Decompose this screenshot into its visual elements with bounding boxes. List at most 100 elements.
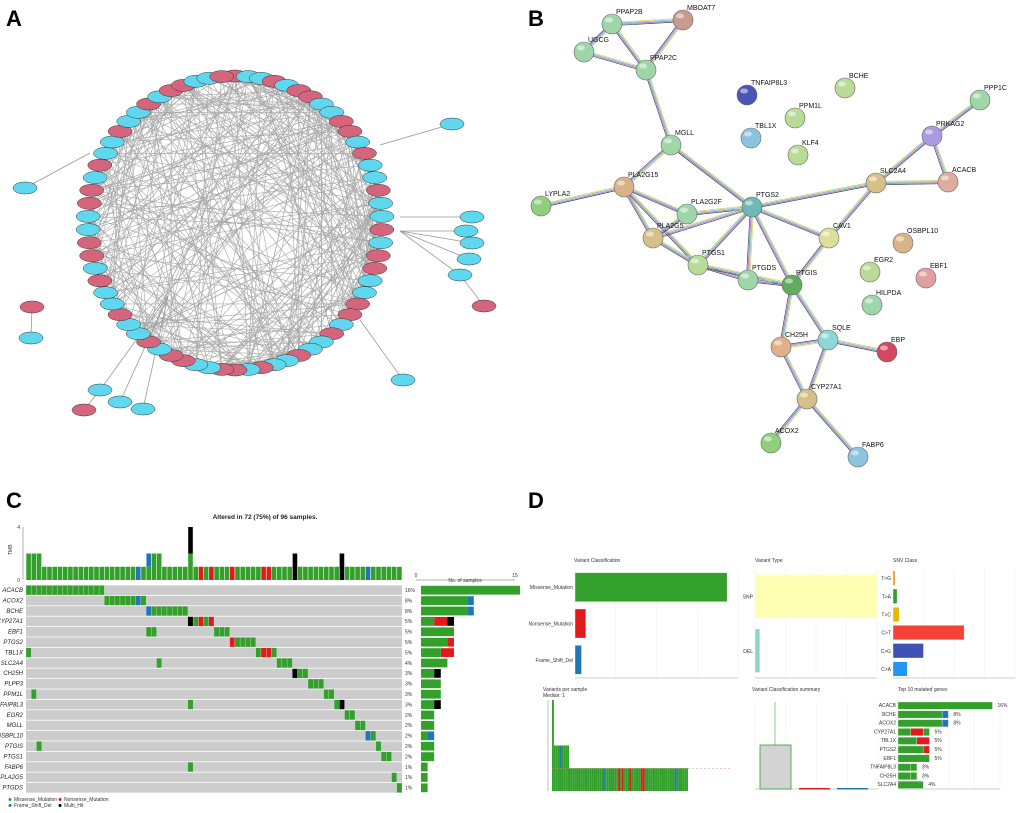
sample-bar-segment <box>631 768 634 791</box>
gene-node <box>368 236 393 249</box>
gene-node <box>352 286 377 299</box>
protein-node <box>741 196 763 218</box>
mutation-cell <box>255 647 262 658</box>
mutation-cell <box>62 585 68 596</box>
gene-percent: 4% <box>405 661 413 667</box>
gene-label: EBF1 <box>883 756 896 762</box>
edge <box>95 268 358 305</box>
gene-count-bar <box>467 596 474 605</box>
interaction-edge <box>752 183 877 208</box>
sample-bar-segment <box>612 768 615 791</box>
gene-percent: 2% <box>405 723 413 729</box>
edge <box>171 292 365 356</box>
interaction-edge <box>752 184 877 209</box>
protein-label: PTGS2 <box>756 192 779 199</box>
tmb-bar-segment <box>36 553 42 580</box>
mutation-cell <box>177 606 183 616</box>
gene-node <box>369 210 395 223</box>
sample-bar-segment <box>644 768 647 791</box>
protein-label: SQLE <box>832 325 851 332</box>
panel-label-a: A <box>6 6 22 31</box>
gene-bar-segment <box>923 745 930 754</box>
protein-node <box>676 203 698 225</box>
protein-label: BCHE <box>849 73 869 80</box>
edge <box>183 85 383 230</box>
edge <box>208 78 365 154</box>
protein-node <box>660 134 682 156</box>
gene-node <box>362 171 388 184</box>
protein-node <box>784 107 806 129</box>
edge <box>119 90 172 315</box>
sample-bar-segment <box>672 768 675 791</box>
node-highlight <box>617 180 625 186</box>
mutation-cell <box>125 595 131 606</box>
edge <box>91 81 197 191</box>
gene-bar-segment <box>897 719 943 728</box>
oncoplot-row-bg <box>26 762 402 772</box>
gene-label: PTGS1 <box>3 754 23 760</box>
mutation-cell <box>36 585 42 596</box>
mutation-cell <box>328 689 335 700</box>
gene-bar-segment <box>897 763 911 772</box>
protein-node <box>687 254 709 276</box>
interaction-edge <box>875 180 948 182</box>
edge <box>159 96 322 343</box>
gene-label: PTGIS <box>5 744 23 750</box>
gene-node <box>82 171 108 184</box>
node-highlight <box>691 258 699 264</box>
gene-count-bar <box>434 669 441 678</box>
sample-bar-segment <box>667 768 670 791</box>
mutation-cell <box>370 730 377 741</box>
mutation-cell <box>98 585 105 596</box>
gene-count-bar <box>421 710 435 720</box>
gene-node <box>75 223 101 236</box>
legend-label: Nonsense_Mutation <box>64 797 109 803</box>
category-label: C>G <box>881 649 892 655</box>
category-label: T>C <box>881 612 891 618</box>
gene-node <box>71 403 97 417</box>
mutation-cell <box>172 606 178 616</box>
sample-bar-segment <box>678 768 681 791</box>
edge <box>195 81 371 166</box>
sample-bar-segment <box>669 768 672 791</box>
sample-bar-segment <box>648 768 651 791</box>
mutation-cell <box>67 585 74 596</box>
sample-bar-segment <box>684 768 687 791</box>
gene-bar-segment <box>897 728 911 736</box>
edge <box>286 85 300 356</box>
edge <box>128 81 197 325</box>
interaction-edge <box>792 284 829 340</box>
mutation-cell <box>323 689 330 700</box>
gene-count-bar <box>421 679 441 689</box>
sample-bar-segment <box>642 768 645 791</box>
sample-bar-segment <box>659 768 662 791</box>
edge <box>99 85 287 166</box>
box-missense <box>759 744 792 790</box>
tmb-bar-segment <box>52 566 58 580</box>
oncoplot-row-bg <box>26 689 402 699</box>
edge <box>89 96 311 243</box>
gene-node <box>100 297 125 311</box>
gene-bar-segment <box>897 772 911 780</box>
interaction-edge <box>807 340 829 400</box>
gene-label: EGR2 <box>7 713 24 719</box>
gene-percent: 3% <box>405 671 413 677</box>
protein-node <box>770 336 792 358</box>
mutation-cell <box>349 710 356 720</box>
protein-node <box>787 144 809 166</box>
gene-label: CH25H <box>880 773 897 779</box>
mutation-cell <box>156 658 162 668</box>
mutation-cell <box>239 637 246 648</box>
tmb-bar-segment <box>318 566 324 580</box>
tmb-bar-segment <box>193 566 199 580</box>
sample-bar-segment <box>587 768 590 791</box>
mutation-cell <box>187 699 194 710</box>
mutation-cell <box>135 595 142 606</box>
gene-count-bar <box>421 669 435 678</box>
category-label: C>T <box>881 631 891 637</box>
interaction-edge <box>807 397 860 457</box>
gene-bar-segment <box>910 763 918 772</box>
edge <box>89 202 382 217</box>
edge <box>99 153 365 282</box>
node-highlight <box>774 340 782 346</box>
